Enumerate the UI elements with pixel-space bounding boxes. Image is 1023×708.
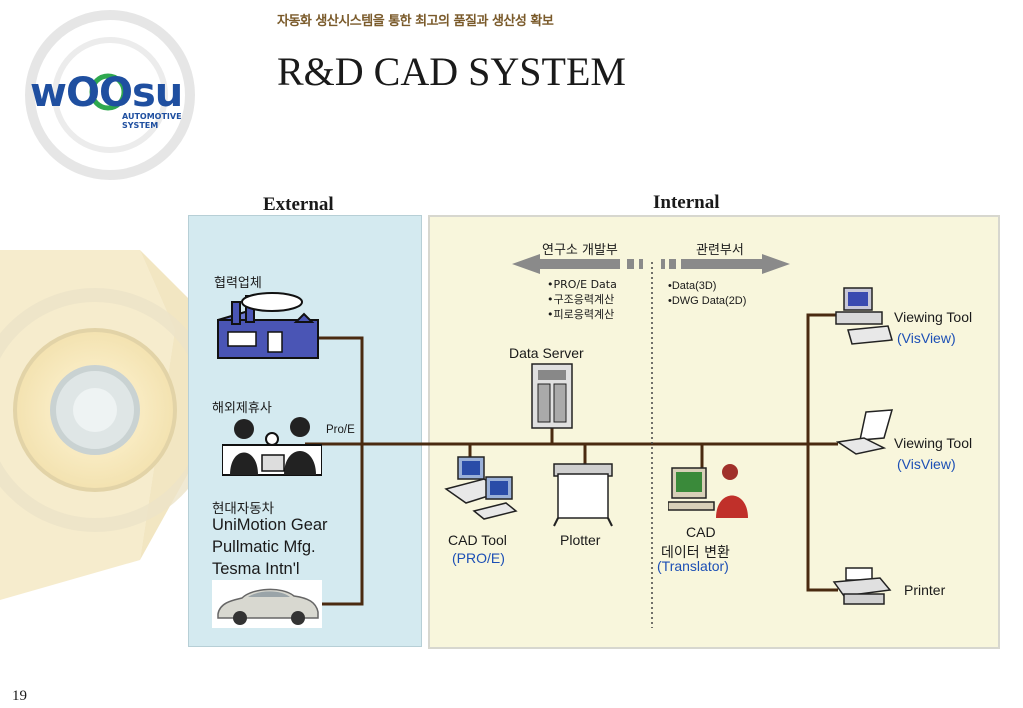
logo-ring-icon <box>89 73 127 111</box>
logo-subtext: AUTOMOTIVE SYSTEM <box>122 112 182 130</box>
right-branch-line <box>806 313 838 592</box>
company-item: UniMotion Gear <box>212 516 328 534</box>
overseas-label: 해외제휴사 <box>212 401 272 416</box>
factory-icon <box>217 292 319 359</box>
cad-tool-sub: (PRO/E) <box>452 550 505 566</box>
printer-icon <box>832 567 892 605</box>
left-bullet-item: •PRO/E Data <box>547 278 617 291</box>
external-link-line <box>318 336 364 606</box>
logo-text: wOOsu <box>30 70 183 116</box>
right-arrow-dash-2 <box>661 259 665 269</box>
viewing-tool-sub-2: (VisView) <box>897 456 956 472</box>
left-arrow-dash-1 <box>627 259 634 269</box>
right-bullet-item: •DWG Data(2D) <box>668 295 747 307</box>
data-server-icon <box>531 363 573 429</box>
laptop-icon <box>836 409 894 455</box>
translator-sub: (Translator) <box>657 558 729 574</box>
left-arrow-dash-2 <box>639 259 643 269</box>
plotter-icon <box>553 463 613 527</box>
desktop-pc-icon <box>835 287 893 345</box>
printer-label: Printer <box>904 582 946 598</box>
right-arrow-dash-1 <box>669 259 676 269</box>
right-arrow <box>681 254 790 274</box>
meeting-people-icon <box>222 417 322 476</box>
external-title: External <box>263 194 334 215</box>
company-logo: wOOsu AUTOMOTIVE SYSTEM <box>30 70 220 130</box>
cad-tool-workstation-icon <box>444 456 518 520</box>
viewing-tool-label-2: Viewing Tool <box>894 435 973 451</box>
viewing-tool-label-1: Viewing Tool <box>894 309 973 325</box>
right-bullet-item: •Data(3D) <box>668 280 717 292</box>
page-number: 19 <box>12 688 27 704</box>
right-arrow-label: 관련부서 <box>696 243 744 258</box>
left-bullet-item: •구조응력계산 <box>547 293 615 306</box>
company-list: UniMotion Gear Pullmatic Mfg. Tesma Intn… <box>212 514 328 580</box>
left-bullet-item: •피로응력계산 <box>547 308 615 321</box>
page-title: R&D CAD SYSTEM <box>277 49 626 94</box>
plotter-label: Plotter <box>560 532 601 548</box>
right-bullet-list: •Data(3D) •DWG Data(2D) <box>668 279 746 309</box>
background-gear-graphic <box>0 10 217 600</box>
partner-label: 협력업체 <box>214 276 262 291</box>
viewing-tool-sub-1: (VisView) <box>897 330 956 346</box>
translator-label-1: CAD <box>686 524 716 540</box>
hyundai-label: 현대자동차 <box>212 501 275 517</box>
left-arrow <box>512 254 620 274</box>
translator-label-2: 데이터 변환 <box>661 545 730 561</box>
company-item: Pullmatic Mfg. <box>212 538 316 556</box>
data-server-label: Data Server <box>509 345 584 361</box>
cad-tool-label: CAD Tool <box>448 532 507 548</box>
company-item: Tesma Intn'l <box>212 560 300 578</box>
car-image <box>212 580 322 628</box>
header-tagline: 자동화 생산시스템을 통한 최고의 품질과 생산성 확보 <box>277 14 554 29</box>
proe-label: Pro/E <box>326 424 355 436</box>
left-bullet-list: •PRO/E Data •구조응력계산 •피로응력계산 <box>547 277 617 322</box>
translator-operator-icon <box>668 464 748 518</box>
internal-panel <box>428 215 1000 649</box>
left-arrow-label: 연구소 개발부 <box>542 243 618 258</box>
internal-title: Internal <box>653 192 720 213</box>
